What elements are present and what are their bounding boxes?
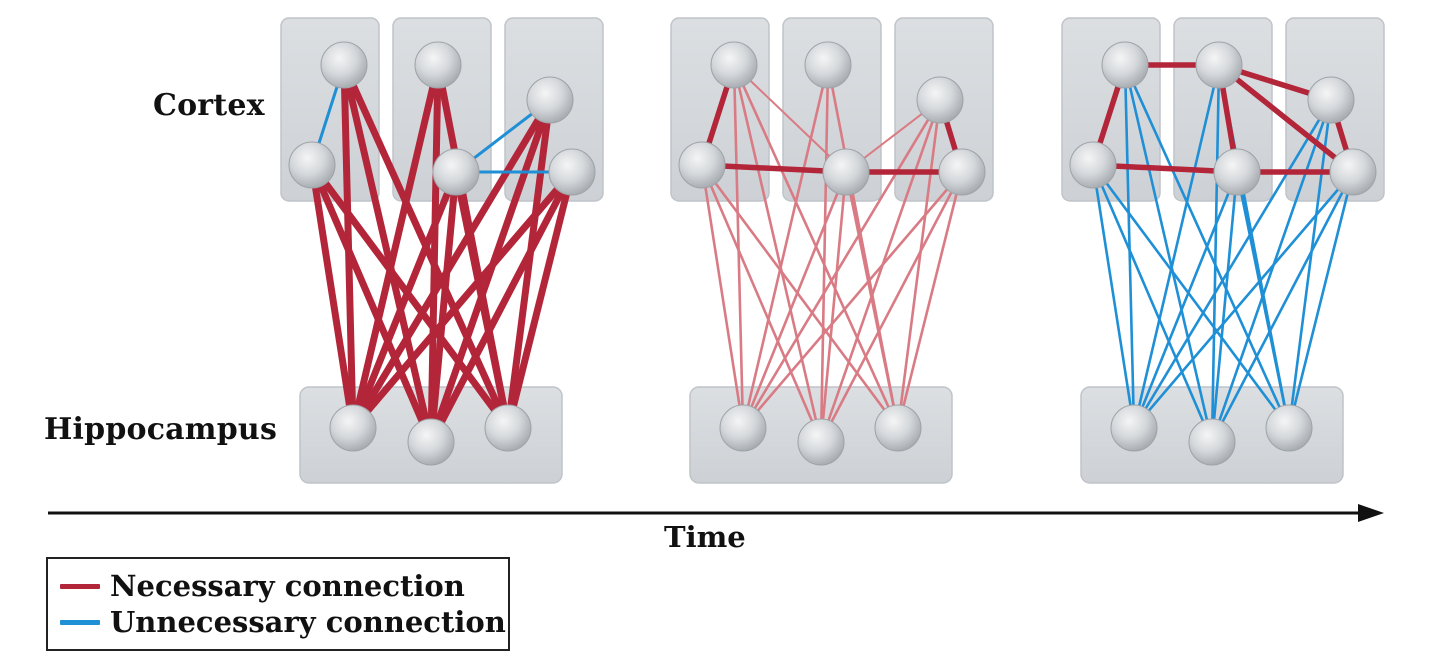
hippocampal-cortical-connection [504, 168, 576, 432]
hippocampal-cortical-connection [504, 96, 554, 432]
cortical-neuron [1307, 76, 1355, 124]
arrowhead-icon [1358, 504, 1384, 522]
hippocampal-cortical-connection [308, 161, 512, 432]
hippocampal-cortical-connection [732, 63, 900, 430]
cortical-neuron [1069, 141, 1117, 189]
hippocampal-cortical-connection [819, 98, 942, 444]
hippocampal-cortical-connection [1287, 98, 1333, 430]
hippocampal-cortical-connection [700, 163, 900, 430]
hippocampus-label: Hippocampus [44, 412, 278, 447]
cortical-neuron [548, 148, 596, 196]
hippocampal-cortical-connection [741, 98, 942, 430]
hippocampal-cortical-connection [1123, 63, 1291, 430]
hippocampal-neuron [484, 404, 532, 452]
legend-item-necessary: Necessary connection [60, 569, 465, 603]
hippocampal-cortical-connection [1132, 170, 1239, 430]
hippocampal-cortical-connection [349, 61, 442, 432]
cortical-neuron [526, 76, 574, 124]
cortical-neuron [804, 41, 852, 89]
hippocampal-cortical-connection [1210, 170, 1239, 444]
time-axis-label: Time [664, 520, 746, 554]
cortical-neuron [1195, 41, 1243, 89]
hippocampal-cortical-connection [1287, 170, 1355, 430]
cortical-neuron [710, 41, 758, 89]
time-arrow [48, 504, 1384, 522]
hippocampal-cortical-connection [896, 170, 964, 430]
hippocampal-cortical-connection [427, 61, 442, 446]
cortical-neuron [822, 148, 870, 196]
hippocampal-cortical-connection [1210, 170, 1355, 444]
cortical-neuron [1213, 148, 1261, 196]
hippocampal-cortical-connection [340, 61, 512, 432]
hippocampal-cortical-connection [741, 63, 830, 430]
cortical-connection [1090, 162, 1240, 175]
cortical-connection [733, 64, 847, 173]
hippocampal-neuron [1110, 404, 1158, 452]
legend-label-necessary: Necessary connection [110, 569, 465, 603]
hippocampal-cortical-connection [1210, 63, 1221, 444]
hippocampal-cortical-connection [1123, 63, 1214, 444]
cortical-neuron [916, 76, 964, 124]
hippocampal-cortical-connection [819, 63, 830, 444]
unnecessary-line-swatch [60, 619, 100, 625]
hippocampal-cortical-connection [1091, 163, 1214, 444]
legend-label-unnecessary: Unnecessary connection [110, 605, 506, 639]
hippocampal-cortical-connection [427, 96, 554, 446]
hippocampal-cortical-connection [1091, 163, 1136, 430]
hippocampal-cortical-connection [1132, 63, 1221, 430]
cortical-neuron [320, 41, 368, 89]
hippocampal-neuron [719, 404, 767, 452]
necessary-line-swatch [60, 583, 100, 589]
hippocampal-cortical-connection [340, 61, 435, 446]
hippocampal-cortical-connection [1123, 63, 1136, 430]
hippocampal-cortical-connection [349, 168, 460, 432]
cortical-neuron [288, 141, 336, 189]
legend-item-unnecessary: Unnecessary connection [60, 605, 506, 639]
cortex-label: Cortex [153, 88, 265, 123]
hippocampal-cortical-connection [896, 98, 942, 430]
hippocampal-cortical-connection [732, 63, 823, 444]
hippocampal-cortical-connection [1210, 98, 1333, 444]
cortical-neuron [1101, 41, 1149, 89]
hippocampal-cortical-connection [700, 163, 745, 430]
cortical-neuron [1329, 148, 1377, 196]
hippocampal-cortical-connection [434, 61, 512, 432]
hippocampal-cortical-connection [732, 63, 745, 430]
hippocampal-cortical-connection [826, 63, 900, 430]
hippocampal-neuron [329, 404, 377, 452]
hippocampal-cortical-connection [700, 163, 823, 444]
hippocampal-cortical-connection [819, 170, 964, 444]
hippocampal-cortical-connection [1091, 163, 1291, 430]
hippocampal-cortical-connection [308, 161, 357, 432]
hippocampal-cortical-connection [349, 96, 554, 432]
hippocampal-cortical-connection [819, 170, 848, 444]
hippocampal-cortical-connection [308, 161, 435, 446]
hippocampal-neuron [1265, 404, 1313, 452]
legend: Necessary connection Unnecessary connect… [46, 557, 510, 651]
hippocampal-neuron [797, 418, 845, 466]
cortical-neuron [432, 148, 480, 196]
cortical-neuron [678, 141, 726, 189]
hippocampal-cortical-connection [741, 170, 848, 430]
cortical-neuron [938, 148, 986, 196]
cortical-neuron [414, 41, 462, 89]
hippocampal-cortical-connection [1132, 98, 1333, 430]
neurons-layer [288, 41, 1377, 466]
cortical-connection [1216, 62, 1356, 175]
cortical-connection [699, 162, 849, 175]
hippocampal-neuron [407, 418, 455, 466]
hippocampal-neuron [1188, 418, 1236, 466]
hippocampal-neuron [874, 404, 922, 452]
hippocampal-cortical-connection [427, 168, 576, 446]
